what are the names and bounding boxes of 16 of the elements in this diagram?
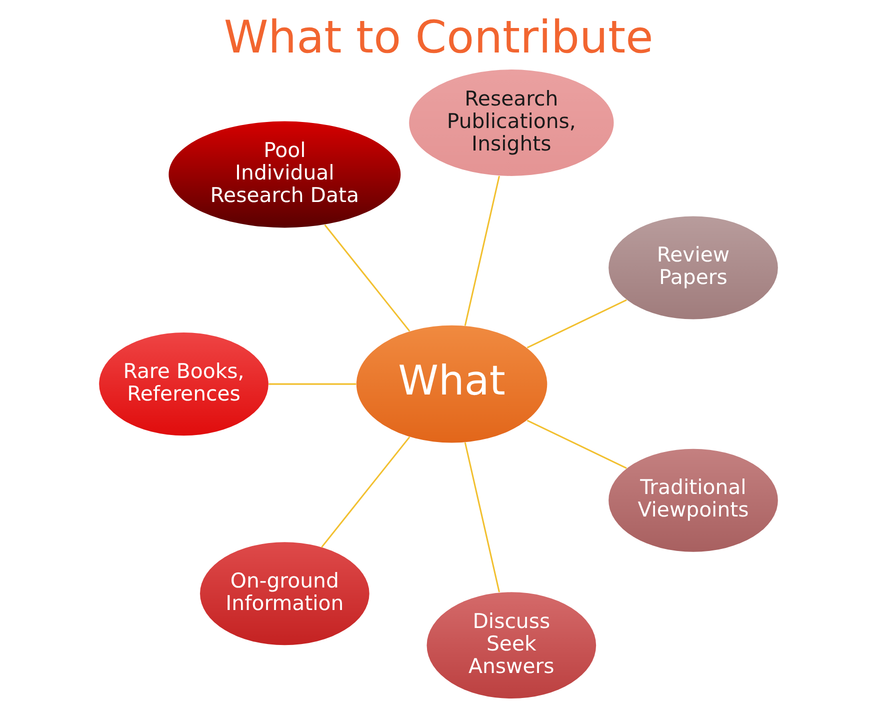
node-ellipse: Rare Books, References — [99, 332, 268, 436]
connector — [268, 383, 356, 385]
connector — [526, 299, 627, 348]
connector — [324, 224, 410, 332]
connector — [526, 420, 627, 469]
node-ellipse: Review Papers — [608, 216, 778, 320]
node-ellipse: Discuss Seek Answers — [426, 592, 596, 699]
node-ellipse: What — [356, 325, 548, 443]
node-ellipse: On-ground Information — [200, 542, 370, 646]
connector — [321, 436, 410, 548]
diagram-title: What to Contribute — [224, 10, 654, 64]
connector — [464, 442, 500, 592]
node-ellipse: Traditional Viewpoints — [608, 448, 778, 552]
node-ellipse: Pool Individual Research Data — [168, 121, 401, 228]
node-ellipse: Research Publications, Insights — [409, 70, 614, 176]
connector — [464, 176, 500, 326]
